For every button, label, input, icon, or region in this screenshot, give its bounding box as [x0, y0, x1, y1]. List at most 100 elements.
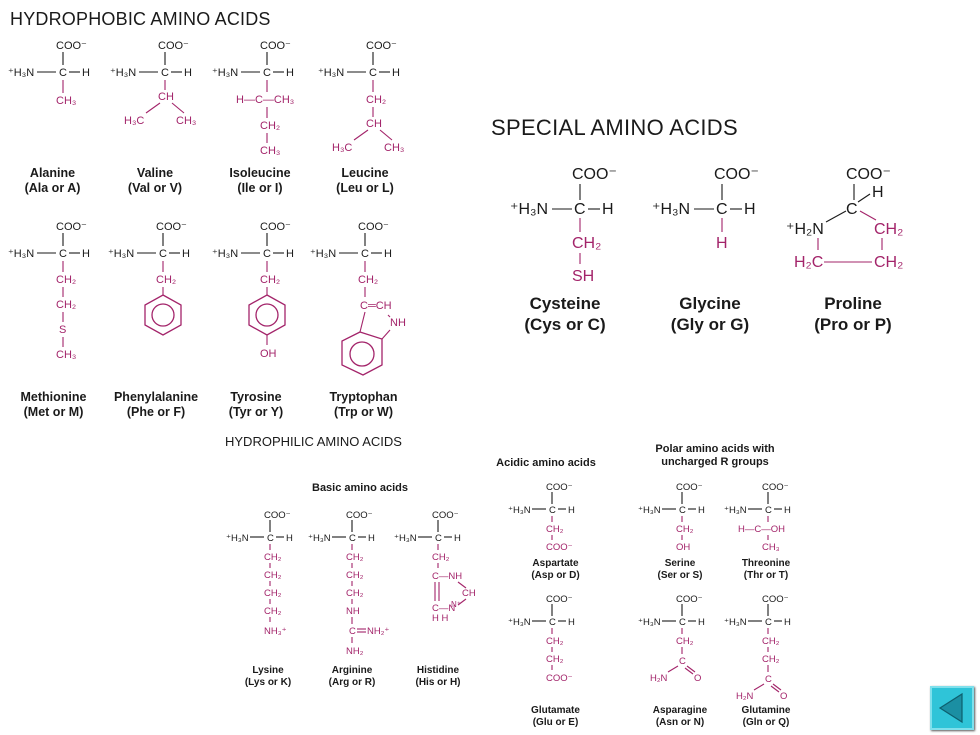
side-chain-coo: COO⁻	[546, 673, 573, 684]
lysine-label: Lysine (Lys or K)	[228, 665, 308, 689]
alpha-h-label: H	[392, 67, 400, 79]
glycine-structure: COO⁻ ⁺H₃N C H H	[650, 162, 780, 262]
side-chain-ch2-b: CH₂	[56, 299, 76, 311]
amino-label: ⁺H₃N	[724, 617, 747, 628]
proline-code: (Pro or P)	[814, 315, 892, 334]
proline-label: Proline (Pro or P)	[798, 293, 908, 335]
hydrophobic-title: HYDROPHOBIC AMINO ACIDS	[10, 9, 271, 29]
valine-label: Valine (Val or V)	[110, 166, 200, 196]
side-chain-ch: CH	[366, 118, 382, 130]
alpha-carbon-label: C	[679, 617, 686, 628]
side-chain-ch2: CH₂	[546, 524, 564, 535]
amide-carbon: C	[765, 674, 772, 685]
asparagine-structure: COO⁻ ⁺H₃N C H CH₂ C H₂N O	[638, 592, 728, 692]
isoleucine-label: Isoleucine (Ile or I)	[214, 166, 306, 196]
glutamate-name: Glutamate	[531, 705, 580, 716]
imidazole-h-h: H H	[432, 613, 449, 624]
carboxylate-label: COO⁻	[264, 510, 291, 521]
cysteine-name: Cysteine	[529, 294, 601, 313]
phenylalanine-structure: COO⁻ ⁺H₃N C H CH₂	[106, 219, 216, 349]
carboxylate-label: COO⁻	[56, 40, 87, 52]
alpha-carbon-label: C	[267, 533, 274, 544]
tyrosine-label: Tyrosine (Tyr or Y)	[210, 390, 302, 420]
methionine-code: (Met or M)	[23, 405, 84, 419]
side-chain-ch2: CH₂	[432, 552, 450, 563]
leucine-label: Leucine (Leu or L)	[320, 166, 410, 196]
amino-label: ⁺H₃N	[318, 67, 344, 79]
alpha-carbon-label: C	[765, 617, 772, 628]
isoleucine-structure: COO⁻ ⁺H₃N C H H—C—CH₃ CH₂ CH₃	[210, 38, 320, 163]
side-chain-nh2plus: NH₂⁺	[367, 626, 389, 637]
amino-label: ⁺H₃N	[724, 505, 747, 516]
glutamine-code: (Gln or Q)	[742, 717, 790, 728]
alpha-carbon-label: C	[846, 201, 858, 218]
amino-label: ⁺H₃N	[638, 617, 661, 628]
side-chain-coo: COO⁻	[546, 542, 573, 553]
carboxylate-label: COO⁻	[762, 594, 789, 605]
serine-name: Serine	[664, 558, 696, 569]
carboxylate-label: COO⁻	[676, 594, 703, 605]
carboxylate-label: COO⁻	[676, 482, 703, 493]
side-chain-nh3plus: NH₃⁺	[264, 626, 287, 637]
glutamine-label: Glutamine (Gln or Q)	[726, 705, 806, 729]
aspartate-label: Aspartate (Asp or D)	[513, 558, 598, 582]
imidazole-ch: CH	[462, 588, 476, 599]
amide-carbon: C	[679, 656, 686, 667]
amino-label: ⁺H₃N	[8, 67, 34, 79]
alpha-h-label: H	[698, 617, 705, 628]
alpha-h-label: H	[568, 617, 575, 628]
alanine-structure: COO⁻ ⁺H₃N C H CH₃	[6, 38, 106, 158]
alanine-code: (Ala or A)	[24, 181, 81, 195]
alpha-h-label: H	[568, 505, 575, 516]
arginine-label: Arginine (Arg or R)	[312, 665, 392, 689]
side-chain-ch2: CH₂	[676, 636, 694, 647]
side-chain-ch2: CH₂	[260, 120, 280, 132]
arginine-structure: COO⁻ ⁺H₃N C H CH₂ CH₂ CH₂ NH C NH₂⁺ NH₂	[308, 508, 408, 663]
threonine-structure: COO⁻ ⁺H₃N C H H—C—OH CH₃	[724, 480, 814, 560]
carboxylate-label: COO⁻	[366, 40, 397, 52]
back-triangle-icon	[938, 692, 963, 724]
side-chain-c-ch: C═CH	[360, 300, 392, 312]
carboxylate-label: COO⁻	[260, 221, 291, 233]
indole-ring	[341, 331, 383, 376]
side-chain-h: H	[716, 235, 728, 252]
side-chain-ch2-b: CH₂	[546, 636, 564, 647]
alpha-carbon-label: C	[549, 505, 556, 516]
valine-code: (Val or V)	[127, 181, 183, 195]
arginine-code: (Arg or R)	[328, 677, 376, 688]
side-chain-ch2: CH₂	[156, 274, 176, 286]
carboxylate-label: COO⁻	[546, 594, 573, 605]
amino-label: ⁺H₃N	[394, 533, 417, 544]
side-chain-ch2-4: CH₂	[264, 606, 282, 617]
tryptophan-code: (Trp or W)	[333, 405, 393, 419]
special-title: SPECIAL AMINO ACIDS	[491, 115, 738, 140]
alpha-h-label: H	[602, 201, 614, 218]
amino-label: ⁺H₃N	[652, 201, 690, 218]
alpha-carbon-label: C	[765, 505, 772, 516]
aspartate-name: Aspartate	[532, 558, 579, 569]
alpha-h-label: H	[744, 201, 756, 218]
lysine-name: Lysine	[252, 665, 284, 676]
glutamate-label: Glutamate (Glu or E)	[513, 705, 598, 729]
serine-label: Serine (Ser or S)	[640, 558, 720, 582]
glycine-name: Glycine	[679, 294, 741, 313]
alpha-carbon-label: C	[574, 201, 586, 218]
lysine-structure: COO⁻ ⁺H₃N C H CH₂ CH₂ CH₂ CH₂ NH₃⁺	[226, 508, 316, 648]
imidazole-nplus: N⁺	[451, 600, 461, 609]
side-chain-h2n: H₂N	[650, 673, 668, 684]
alpha-h-label: H	[784, 505, 791, 516]
carboxylate-label: COO⁻	[546, 482, 573, 493]
leucine-code: (Leu or L)	[336, 181, 394, 195]
carboxylate-label: COO⁻	[346, 510, 373, 521]
side-chain-ch2: CH₂	[572, 235, 601, 252]
alpha-h-label: H	[872, 184, 884, 201]
methionine-structure: COO⁻ ⁺H₃N C H CH₂ CH₂ S CH₃	[6, 219, 106, 369]
proline-structure: COO⁻ ⁺H₂N C H CH₂ CH₂ H₂C	[784, 162, 924, 277]
alpha-h-label: H	[384, 248, 392, 260]
side-chain-ch2: CH₂	[676, 524, 694, 535]
back-button[interactable]	[930, 686, 974, 730]
glutamate-code: (Glu or E)	[532, 717, 579, 728]
carboxylate-label: COO⁻	[714, 166, 759, 183]
side-chain-ch2: CH₂	[260, 274, 280, 286]
side-chain-nh2: NH₂	[346, 646, 364, 657]
